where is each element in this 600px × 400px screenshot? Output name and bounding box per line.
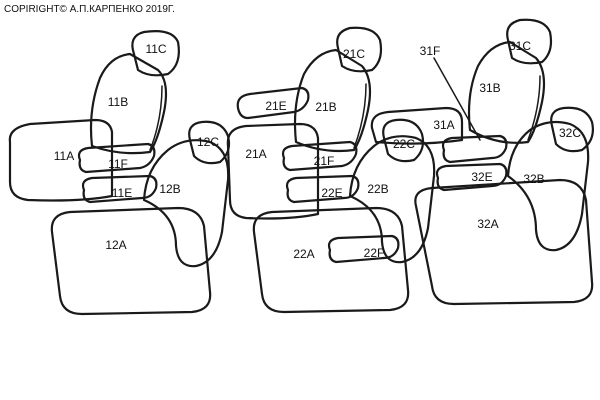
label-22b: 22B xyxy=(367,182,388,196)
backrest-21b xyxy=(293,48,372,153)
armrest-22e xyxy=(285,174,360,204)
armrest-21e xyxy=(236,86,310,120)
armrest-11f xyxy=(77,142,156,174)
headrest-22c xyxy=(382,118,425,163)
label-32c: 32C xyxy=(559,126,581,140)
armrest-31f xyxy=(441,134,508,164)
armrest-22f xyxy=(327,234,400,264)
backrest-11b xyxy=(89,52,168,155)
label-21e: 21E xyxy=(265,99,286,113)
label-31c: 31C xyxy=(509,39,531,53)
leader-line-31f xyxy=(433,57,481,141)
backrest-12b xyxy=(142,139,230,268)
cushion-21a xyxy=(226,122,320,220)
label-21c: 21C xyxy=(343,47,365,61)
label-11c: 11C xyxy=(145,42,166,56)
seat-group-2 xyxy=(226,26,436,314)
label-22c: 22C xyxy=(393,137,415,151)
label-31b: 31B xyxy=(479,81,500,95)
seat-group-1 xyxy=(8,30,231,316)
label-12b: 12B xyxy=(159,182,180,196)
label-32a: 32A xyxy=(477,217,498,231)
seat-group-3 xyxy=(370,18,594,306)
label-11b: 11B xyxy=(108,95,128,109)
label-11a: 11A xyxy=(54,149,74,163)
label-21f: 21F xyxy=(314,154,335,168)
backrest-31b xyxy=(467,40,546,144)
label-32b: 32B xyxy=(523,172,544,186)
armrest-21f xyxy=(281,140,358,172)
cushion-12a xyxy=(50,206,212,316)
cushion-11a xyxy=(8,118,114,202)
headrest-31c xyxy=(506,18,553,65)
label-22a: 22A xyxy=(293,247,314,261)
label-21a: 21A xyxy=(245,147,266,161)
label-12c: 12C xyxy=(197,135,219,149)
label-11f: 11F xyxy=(108,157,128,171)
copyright-notice: COPIRIGHT© А.П.КАРПЕНКО 2019Г. xyxy=(4,4,175,15)
headrest-11c xyxy=(131,30,180,77)
label-22e: 22E xyxy=(321,186,342,200)
backrest-22b xyxy=(348,135,436,264)
backrest-32b xyxy=(506,120,590,252)
armrest-11e xyxy=(81,174,158,204)
headrest-32c xyxy=(550,106,594,153)
cushion-31a xyxy=(370,106,464,145)
cushion-32a xyxy=(414,178,594,306)
label-21b: 21B xyxy=(315,100,336,114)
label-11e: 11E xyxy=(112,186,132,200)
cushion-22a xyxy=(252,206,410,314)
headrest-21c xyxy=(336,26,383,73)
label-32e: 32E xyxy=(471,170,492,184)
part-labels: 11C 11B 11A 11F 11E 12C 12B 12A 21C 21E … xyxy=(54,39,582,261)
label-22f: 22F xyxy=(364,246,385,260)
label-31a: 31A xyxy=(433,118,454,132)
label-31f: 31F xyxy=(420,44,441,58)
label-12a: 12A xyxy=(105,238,126,252)
